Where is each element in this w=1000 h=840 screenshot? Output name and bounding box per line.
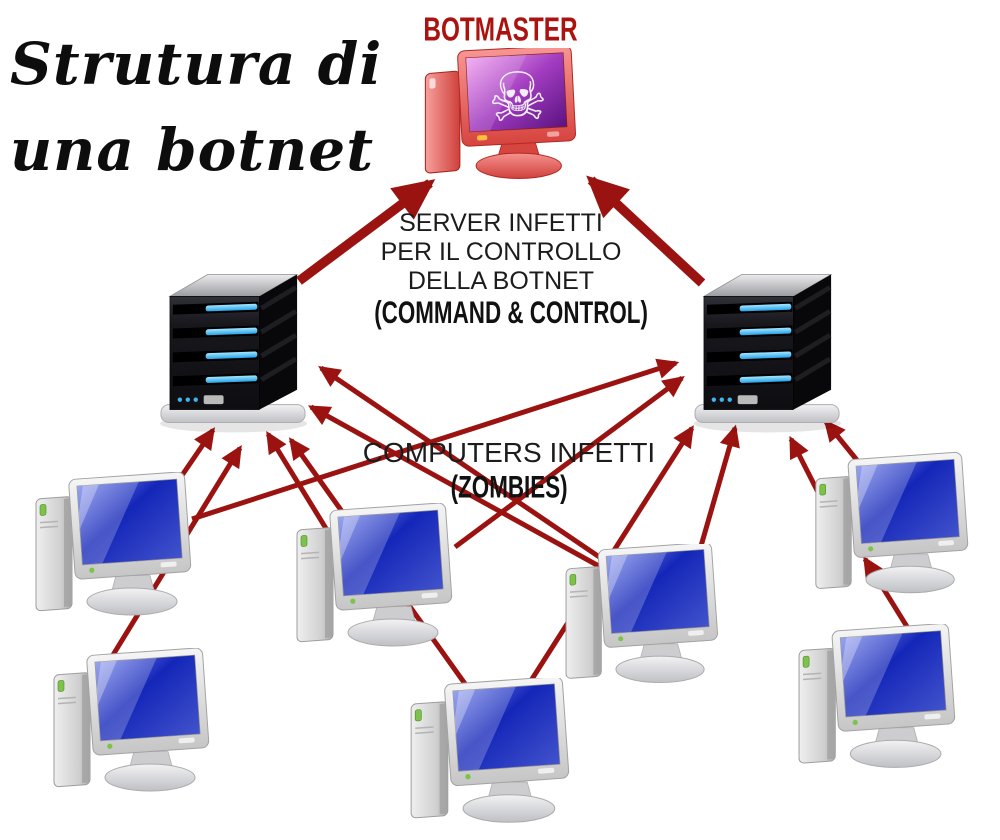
diagram-title: Strutura di una botnet	[10, 22, 410, 194]
cc-caption-line-4: (COMMAND & CONTROL)	[374, 294, 648, 330]
cc-server-left-icon	[156, 258, 310, 438]
title-line-1: Strutura di	[10, 30, 383, 98]
zombies-caption-line-2: (ZOMBIES)	[450, 469, 568, 505]
zombie-computer-7-icon	[798, 624, 956, 769]
arrow-pc3-to-server-right	[453, 375, 685, 550]
zombie-computer-5-icon	[565, 544, 719, 684]
title-line-2: una botnet	[10, 115, 375, 184]
cc-caption-line-3: DELLA BOTNET	[407, 267, 595, 295]
arrow-pc5-to-server-left	[318, 365, 647, 591]
arrow-pc1-to-server-right	[191, 358, 680, 522]
cc-server-caption: SERVER INFETTI PER IL CONTROLLO DELLA BO…	[340, 209, 662, 330]
cc-caption-line-1: SERVER INFETTI	[399, 209, 603, 237]
arrow-pc5-to-server-left	[307, 404, 608, 573]
zombies-caption-line-1: COMPUTERS INFETTI	[362, 437, 656, 468]
botmaster-infected-computer-icon	[424, 48, 577, 179]
arrow-pc5-to-server-right	[696, 424, 740, 554]
cc-caption-line-2: PER IL CONTROLLO	[380, 238, 622, 266]
zombie-computer-6-icon	[815, 451, 969, 594]
arrow-server-left-to-botmaster	[296, 179, 436, 285]
cc-server-right-icon	[690, 258, 844, 438]
zombies-caption: COMPUTERS INFETTI (ZOMBIES)	[348, 437, 670, 504]
zombie-computer-1-icon	[35, 472, 192, 616]
zombie-computer-4-icon	[410, 678, 570, 824]
zombie-computer-2-icon	[53, 648, 210, 792]
botmaster-label: BOTMASTER	[423, 12, 578, 49]
arrow-server-right-to-botmaster	[586, 175, 706, 287]
zombie-computer-3-icon	[296, 503, 453, 647]
